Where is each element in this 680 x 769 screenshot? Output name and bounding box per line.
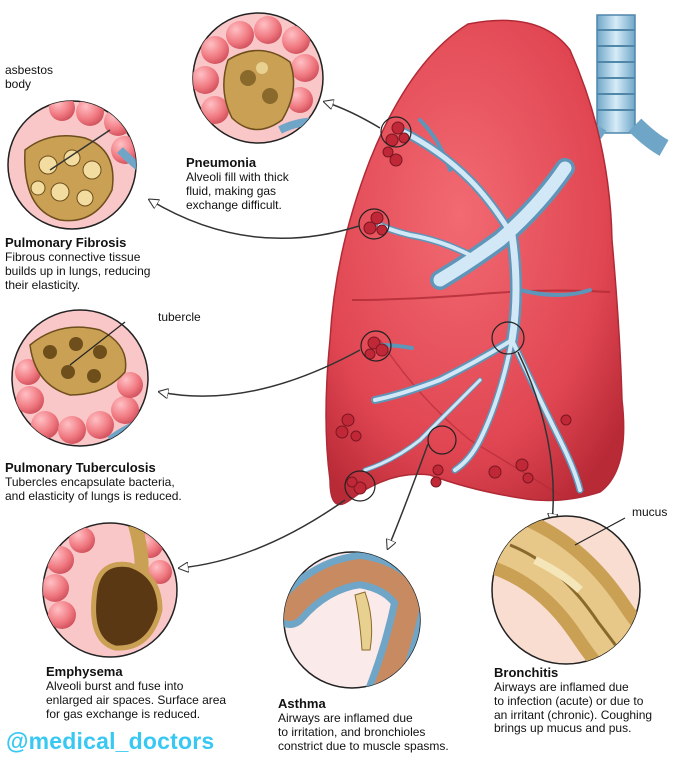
highlight-rings xyxy=(344,116,525,502)
pneumonia-caption: Pneumonia Alveoli fill with thick fluid,… xyxy=(186,155,289,212)
bronchitis-title: Bronchitis xyxy=(494,665,559,680)
fibrosis-description: Fibrous connective tissue builds up in l… xyxy=(5,249,151,292)
lung-alveoli-clusters xyxy=(335,121,572,495)
bronchitis-caption: Bronchitis Airways are inflamed due to i… xyxy=(494,665,653,736)
emphysema-description: Alveoli burst and fuse into enlarged air… xyxy=(46,678,227,721)
asthma-title: Asthma xyxy=(278,696,326,711)
pneumonia-inset xyxy=(192,12,324,144)
pneumonia-description: Alveoli fill with thick fluid, making ga… xyxy=(186,169,289,212)
pneumonia-title: Pneumonia xyxy=(186,155,257,170)
emphysema-title: Emphysema xyxy=(46,664,123,679)
mucus-label: mucus xyxy=(632,505,668,519)
asthma-inset xyxy=(283,551,421,689)
fibrosis-caption: Pulmonary Fibrosis Fibrous connective ti… xyxy=(5,235,151,292)
arrows xyxy=(150,102,553,568)
tuberculosis-description: Tubercles encapsulate bacteria, and elas… xyxy=(5,474,182,503)
watermark: @medical_doctors xyxy=(6,728,215,754)
tuberculosis-caption: Pulmonary Tuberculosis Tubercles encapsu… xyxy=(5,460,182,504)
asbestos-label: asbestos body xyxy=(5,63,54,91)
asthma-caption: Asthma Airways are inflamed due to irrit… xyxy=(278,696,449,753)
tuberculosis-title: Pulmonary Tuberculosis xyxy=(5,460,156,475)
emphysema-caption: Emphysema Alveoli burst and fuse into en… xyxy=(46,664,227,721)
asthma-description: Airways are inflamed due to irritation, … xyxy=(278,710,449,753)
emphysema-inset xyxy=(42,522,178,658)
tuberculosis-inset xyxy=(11,309,149,447)
fibrosis-title: Pulmonary Fibrosis xyxy=(5,235,127,250)
tubercle-label: tubercle xyxy=(158,310,201,324)
fibrosis-inset xyxy=(7,100,137,230)
bronchitis-inset xyxy=(491,515,641,665)
bronchitis-description: Airways are inflamed due to infection (a… xyxy=(494,679,653,736)
